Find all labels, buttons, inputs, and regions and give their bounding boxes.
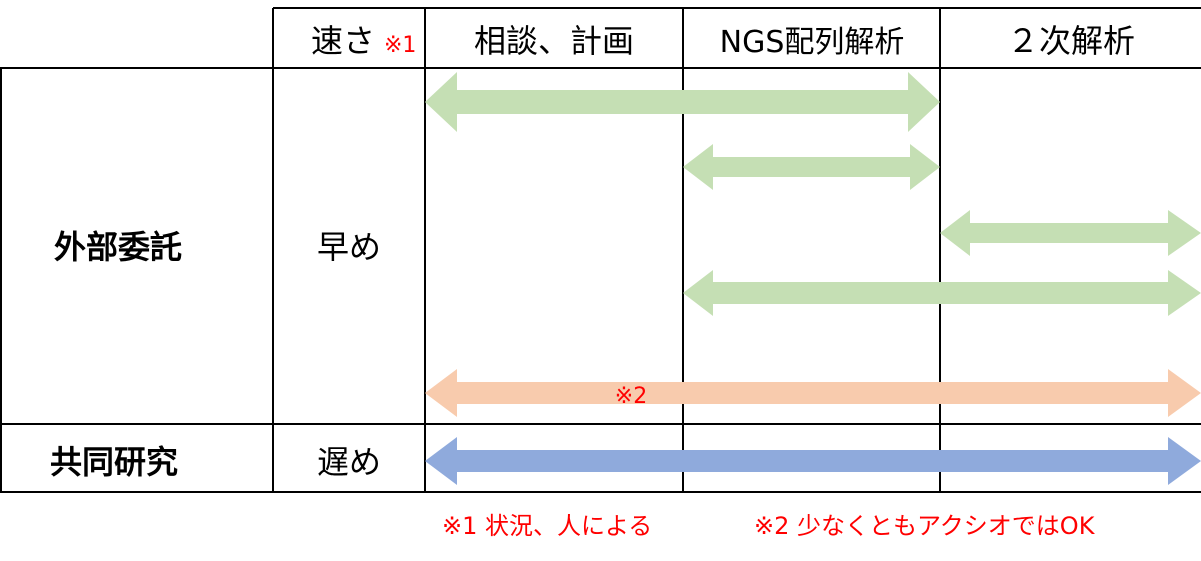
table-grid	[0, 7, 1201, 493]
footnote-1: ※1 状況、人による	[442, 512, 652, 540]
footnote-2: ※2 少なくともアクシオではOK	[754, 512, 1096, 540]
speed-header-note: ※1	[384, 33, 416, 58]
arrow-ngs-to-secondary	[683, 270, 1201, 316]
arrow-consult-to-secondary-orange	[425, 369, 1201, 417]
arrow-consult-to-ngs	[425, 72, 940, 132]
arrow-secondary-only	[940, 210, 1201, 256]
phase-header-ngs: NGS配列解析	[720, 25, 905, 60]
row-speed-collaboration: 遅め	[317, 443, 381, 481]
orange-arrow-note: ※2	[615, 384, 647, 409]
phase-header-consult: 相談、計画	[474, 22, 634, 60]
row-speed-outsourcing: 早め	[317, 228, 381, 266]
phase-header-secondary: ２次解析	[1007, 22, 1135, 60]
arrow-ngs-only	[683, 144, 940, 190]
row-label-collaboration: 共同研究	[50, 443, 178, 481]
row-label-outsourcing: 外部委託	[54, 228, 182, 266]
speed-header-label: 速さ	[311, 22, 375, 60]
arrow-consult-to-secondary-blue	[425, 437, 1201, 485]
arrows	[425, 72, 1201, 485]
